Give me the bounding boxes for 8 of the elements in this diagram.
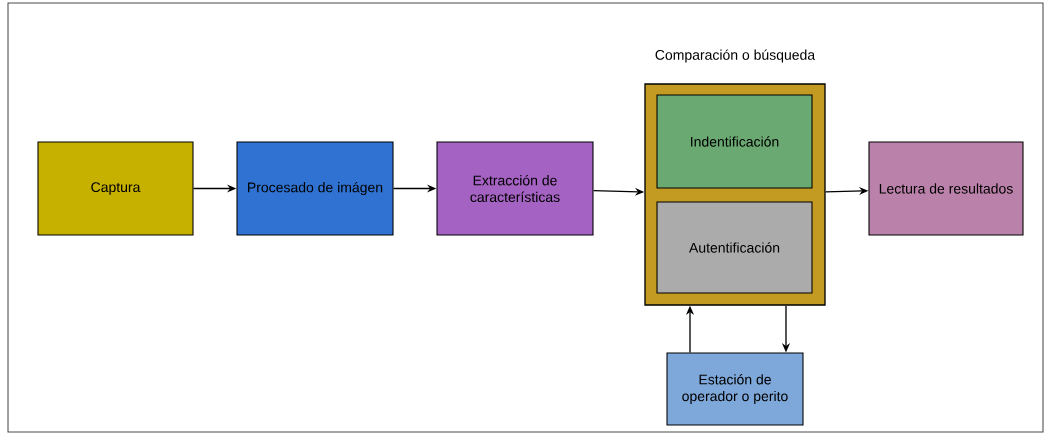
process-box: Indentificación xyxy=(656,94,813,189)
process-box: Extracción de características xyxy=(436,141,594,236)
process-box: Lectura de resultados xyxy=(868,141,1024,236)
node-label: Comparación o búsqueda xyxy=(655,49,816,63)
process-box: Captura xyxy=(37,141,194,236)
process-box: Procesado de imágen xyxy=(236,141,394,236)
process-box: Estación de operador o perito xyxy=(666,352,804,426)
process-box: Autentificación xyxy=(656,201,813,294)
